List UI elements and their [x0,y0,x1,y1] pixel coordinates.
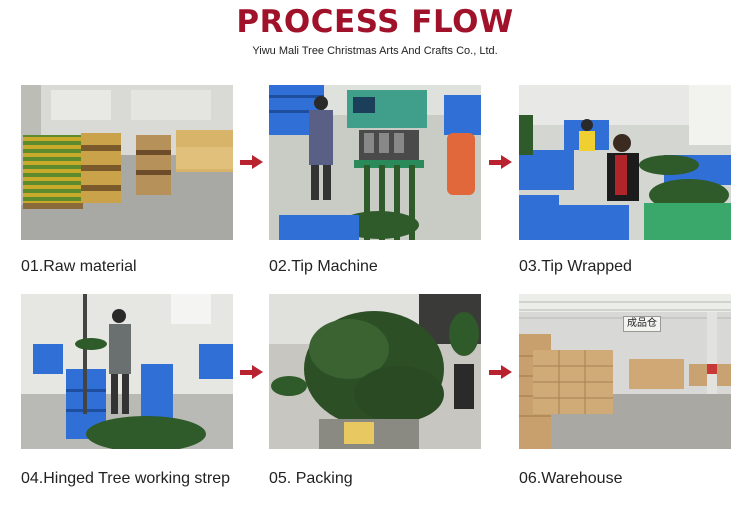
step-4-photo [21,294,233,449]
step-2-caption: 02.Tip Machine [269,258,378,275]
step-3-caption: 03.Tip Wrapped [519,258,632,275]
warehouse-sign: 成品仓 [623,316,661,332]
page-title: PROCESS FLOW [236,4,514,40]
step-6-photo: 成品仓 [519,294,731,449]
step-1-photo [21,85,233,240]
company-subtitle: Yiwu Mali Tree Christmas Arts And Crafts… [252,45,498,57]
step-3-photo [519,85,731,240]
step-5-photo [269,294,481,449]
step-6-caption: 06.Warehouse [519,470,623,487]
step-2-photo [269,85,481,240]
step-5-caption: 05. Packing [269,470,353,487]
step-4-caption: 04.Hinged Tree working strep [21,470,230,487]
step-1-caption: 01.Raw material [21,258,137,275]
